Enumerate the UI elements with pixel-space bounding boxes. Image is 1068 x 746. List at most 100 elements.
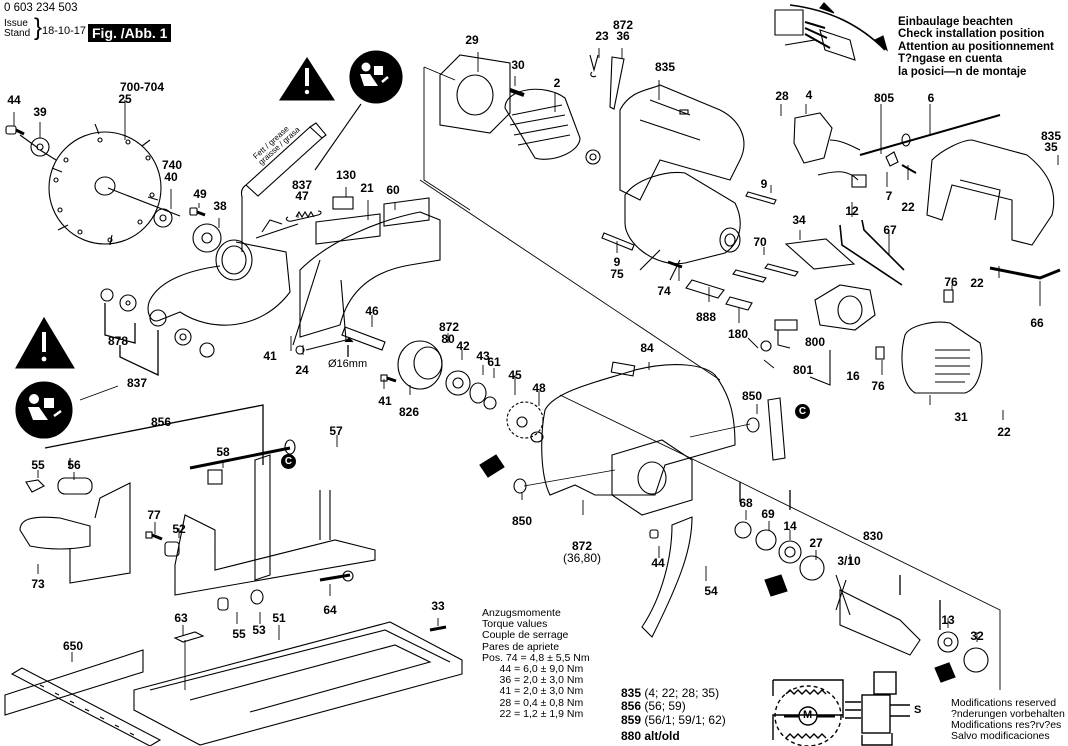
part-label: 68: [739, 496, 753, 510]
issue-label-de: Stand: [4, 28, 31, 39]
part-label: 850: [741, 389, 763, 403]
torque-row: 36 = 2,0 ± 3,0 Nm: [482, 674, 584, 687]
part-label: 42: [456, 339, 470, 353]
part-label: 29: [465, 33, 479, 47]
part-label: 74: [657, 284, 671, 298]
part-label: 36: [616, 29, 630, 43]
modifications-line: Modifications res?rv?es: [951, 719, 1062, 731]
warning-triangle-icon-2: [15, 316, 75, 369]
part-label: 46: [365, 304, 379, 318]
torque-row: 44 = 6,0 ± 9,0 Nm: [482, 663, 584, 676]
torque-heading: Couple de serrage: [482, 629, 569, 642]
part-label: 33: [431, 599, 445, 613]
kit-number: 859: [621, 712, 642, 727]
brush-holder: [760, 284, 876, 386]
part-label: 801: [792, 363, 814, 377]
part-label: 38: [213, 199, 227, 213]
lever-36: [609, 56, 625, 110]
part-label: 872: [438, 320, 460, 334]
spindle-diameter-note: Ø16mm: [328, 358, 368, 370]
part-label: (36,80): [562, 551, 602, 565]
part-label: 3/10: [837, 554, 861, 568]
kit-row: 856 (56; 59): [621, 700, 726, 713]
read-manual-icon-2: [15, 381, 119, 439]
modifications-line: Salvo modificaciones: [951, 730, 1050, 742]
kit-items: alt/old: [641, 729, 680, 744]
power-cable: [859, 114, 1001, 174]
issue-label: Issue Stand }: [4, 16, 42, 40]
notice-line: Attention au positionnement: [898, 40, 1054, 53]
spindle: [341, 326, 386, 357]
installation-notice: Einbaulage beachten Check installation p…: [898, 16, 1054, 78]
part-label: 32: [970, 629, 984, 643]
part-label: 84: [640, 341, 654, 355]
read-manual-icon: [314, 50, 403, 171]
part-label: 52: [172, 522, 186, 536]
brush-plate: [439, 54, 511, 134]
gear-housing: [513, 361, 786, 516]
part-label: 9: [613, 255, 621, 269]
part-label: 54: [704, 584, 718, 598]
part-label: 53: [252, 623, 266, 637]
riving-knife: [641, 516, 693, 638]
small-plates: [601, 191, 799, 311]
part-label: 837: [291, 178, 313, 192]
wiring-schematic: [772, 671, 910, 746]
motor-end-cap: [875, 289, 983, 394]
torque-heading: Torque values: [482, 618, 548, 631]
notice-line: la posici—n de montaje: [898, 65, 1027, 78]
bearing-housing: [380, 340, 497, 410]
part-label: 872: [571, 539, 593, 553]
part-label: 48: [532, 381, 546, 395]
issue-label-en: Issue: [4, 18, 28, 29]
part-label: 31: [954, 410, 968, 424]
torque-heading: Anzugsmomente: [482, 607, 561, 619]
part-label: 9: [760, 177, 768, 191]
torque-row: 28 = 0,4 ± 0,8 Nm: [482, 696, 584, 709]
modifications-line: Modifications reserved: [951, 697, 1057, 709]
part-label: 4: [805, 88, 813, 102]
part-label: 35: [1044, 140, 1058, 154]
part-label: 57: [329, 424, 343, 438]
part-label: 800: [804, 335, 826, 349]
part-label: 21: [360, 181, 374, 195]
torque-heading: Pares de apriete: [482, 640, 560, 653]
base-plate: [133, 621, 463, 746]
part-label: 805: [873, 91, 895, 105]
lower-blade-guard: [147, 219, 299, 326]
assembly-frame-lines: [419, 66, 1001, 690]
part-label: 28: [775, 89, 789, 103]
saw-blade: [19, 123, 181, 246]
motor-symbol: M: [803, 709, 813, 721]
part-label: 826: [398, 405, 420, 419]
part-label: 34: [792, 213, 806, 227]
part-label: 56: [67, 458, 81, 472]
part-label: 2: [553, 76, 561, 90]
part-label: 856: [150, 415, 172, 429]
installation-sketch: [774, 2, 889, 61]
part-label: 888: [695, 310, 717, 324]
motor-housing: [624, 171, 741, 281]
kit-number: 880: [621, 729, 642, 744]
handle-housing: [619, 84, 745, 201]
parallel-guide: [19, 404, 376, 611]
part-label: 41: [378, 394, 392, 408]
part-label: 740: [161, 158, 183, 172]
part-label: 49: [193, 187, 207, 201]
part-label: 47: [295, 189, 309, 203]
part-label: 25: [118, 92, 132, 106]
modifications-notice: Modifications reserved ?nderungen vorbeh…: [951, 698, 1065, 742]
part-label: 830: [862, 529, 884, 543]
torque-row: Pos. 74 = 4,8 ± 5,5 Nm: [482, 651, 590, 664]
modifications-line: ?nderungen vorbehalten: [951, 708, 1065, 720]
blade-fasteners: [5, 125, 222, 253]
part-label: 55: [232, 627, 246, 641]
part-label: 872: [612, 18, 634, 32]
part-label: 75: [610, 267, 624, 281]
part-label: 23: [595, 29, 609, 43]
parallel-guide-650: [4, 649, 162, 746]
kit-row: 880 alt/old: [621, 730, 726, 743]
part-label: 55: [31, 458, 45, 472]
warning-triangle-icon: [278, 56, 336, 101]
